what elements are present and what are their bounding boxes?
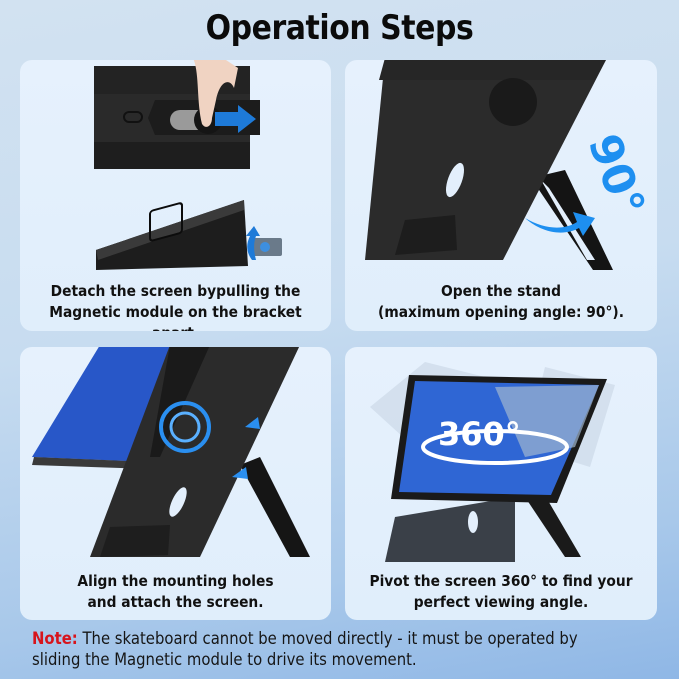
page-title: Operation Steps xyxy=(205,8,474,48)
step-card-detach: Detach the screen bypulling the Magnetic… xyxy=(20,60,331,331)
step-caption-line1: Open the stand xyxy=(440,282,562,300)
step-caption-line1: Pivot the screen 360° to find your xyxy=(369,572,633,590)
pivot-screen-illustration-icon: 360° xyxy=(370,362,615,562)
detach-illustration-icon xyxy=(94,60,282,270)
step-card-attach-screen: Align the mounting holes and attach the … xyxy=(20,347,331,620)
svg-text:90°: 90° xyxy=(578,128,654,224)
attach-screen-illustration-icon xyxy=(32,347,310,557)
open-stand-illustration-icon: 90° xyxy=(365,60,654,270)
note-label: Note: xyxy=(32,629,78,648)
step-caption-line2: and attach the screen. xyxy=(87,593,264,611)
note-body: The skateboard cannot be moved directly … xyxy=(32,629,578,669)
note-text: Note: The skateboard cannot be moved dir… xyxy=(32,628,599,670)
step-caption-line2: (maximum opening angle: 90°). xyxy=(378,303,624,321)
step-caption-line1: Detach the screen bypulling the xyxy=(50,282,301,300)
svg-text:360°: 360° xyxy=(438,415,521,453)
step-card-pivot-screen: 360° Pivot the screen 360° to find your … xyxy=(345,347,657,620)
step-caption-line1: Align the mounting holes xyxy=(77,572,274,590)
step-card-open-stand: 90° Open the stand (maximum opening angl… xyxy=(345,60,657,331)
step-caption-line2: Magnetic module on the bracket apart. xyxy=(49,303,302,331)
step-caption-line2: perfect viewing angle. xyxy=(413,593,589,611)
